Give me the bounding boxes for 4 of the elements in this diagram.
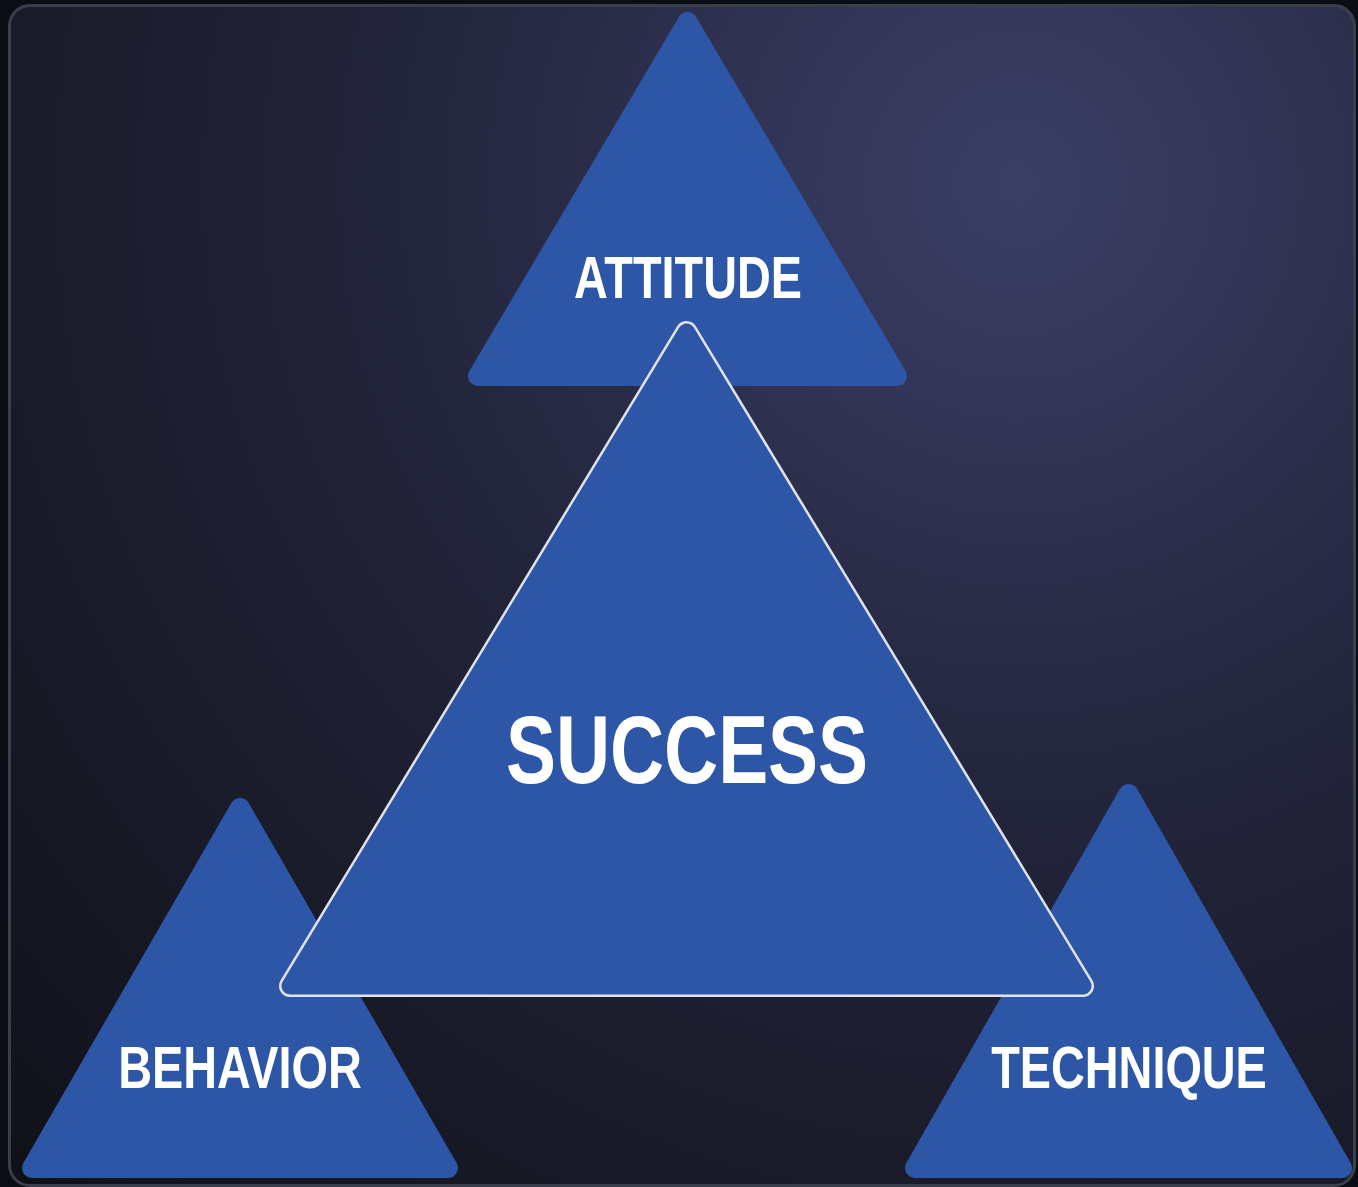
triangle-label: BEHAVIOR bbox=[118, 1038, 362, 1098]
triangle-label: TECHNIQUE bbox=[990, 1038, 1267, 1098]
triangle-label: SUCCESS bbox=[505, 702, 868, 798]
triangle-label: ATTITUDE bbox=[573, 248, 802, 308]
